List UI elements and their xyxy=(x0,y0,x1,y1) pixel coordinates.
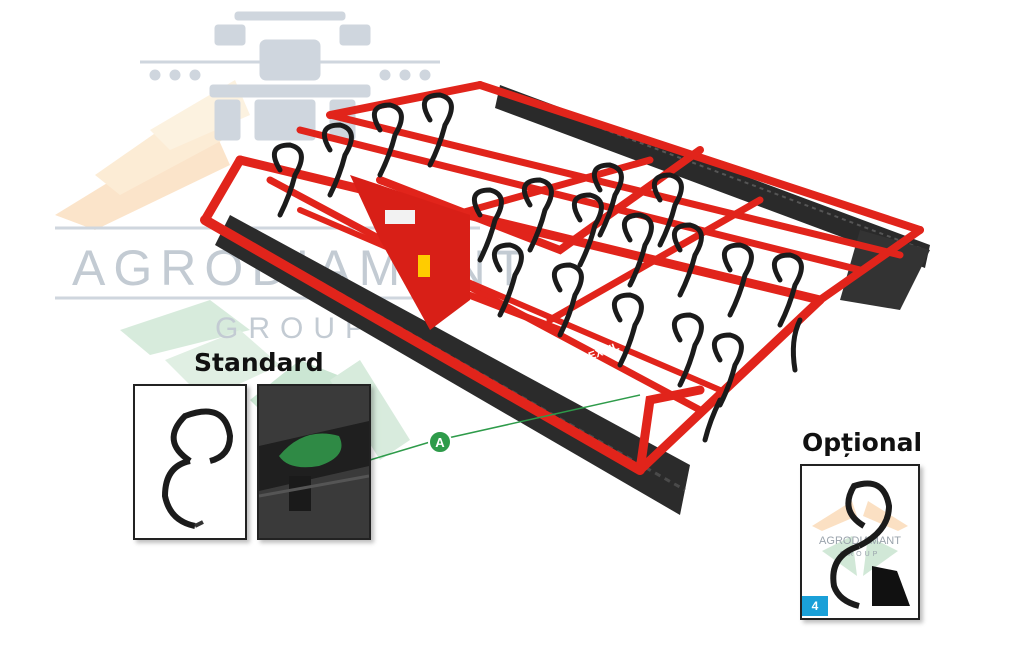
standard-tine-inset xyxy=(133,384,247,540)
three-point-hitch xyxy=(350,175,470,330)
inset-watermark-sub: GROUP xyxy=(840,551,881,558)
optional-tine-inset: AGRODIAMANT GROUP xyxy=(800,464,920,620)
optional-label: Opțional xyxy=(802,428,923,457)
tine-mount-illustration xyxy=(259,386,369,538)
spring-tine-illustration xyxy=(161,408,234,529)
tine-mount-inset xyxy=(257,384,371,540)
inset-number-badge: 4 xyxy=(802,596,828,616)
spring-tines xyxy=(271,92,804,443)
inset-watermark-brand: AGRODIAMANT xyxy=(819,535,901,547)
callout-marker-a: A xyxy=(428,430,452,454)
optional-tine-illustration: AGRODIAMANT GROUP xyxy=(812,480,910,609)
standard-label: Standard xyxy=(194,348,324,377)
